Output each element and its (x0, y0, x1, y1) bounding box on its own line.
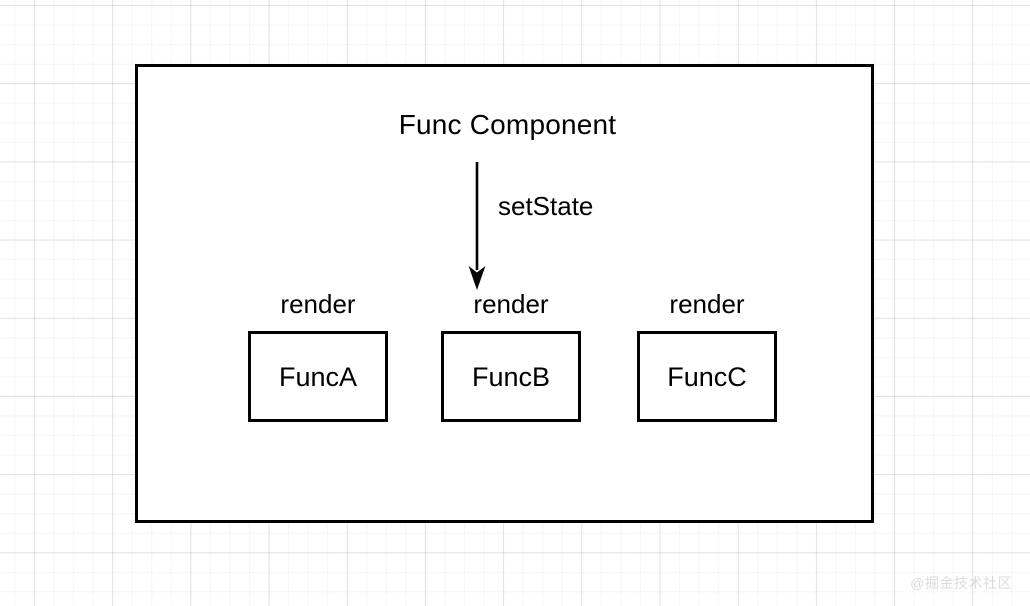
watermark: @掘金技术社区 (910, 575, 1012, 591)
render-label-funcc: render (669, 289, 745, 319)
down-arrow-svg (468, 162, 486, 290)
render-label-funcb: render (473, 289, 549, 319)
render-column-funca: render FuncA (233, 289, 403, 422)
func-box-funca[interactable]: FuncA (248, 331, 388, 422)
setstate-label: setState (498, 191, 594, 221)
func-box-label-funca: FuncA (278, 361, 358, 392)
func-box-label-funcb: FuncB (471, 361, 551, 392)
down-arrow-icon (465, 162, 489, 290)
func-box-funcc[interactable]: FuncC (637, 331, 777, 422)
render-column-funcc: render FuncC (622, 289, 792, 422)
func-component-container: Func Component setState render FuncA ren… (135, 64, 874, 523)
render-label-funca: render (280, 289, 356, 319)
func-box-label-funcc: FuncC (667, 361, 747, 392)
render-column-funcb: render FuncB (426, 289, 596, 422)
page-title: Func Component (398, 109, 617, 140)
func-box-funcb[interactable]: FuncB (441, 331, 581, 422)
render-columns: render FuncA render FuncB render FuncC (138, 289, 877, 449)
